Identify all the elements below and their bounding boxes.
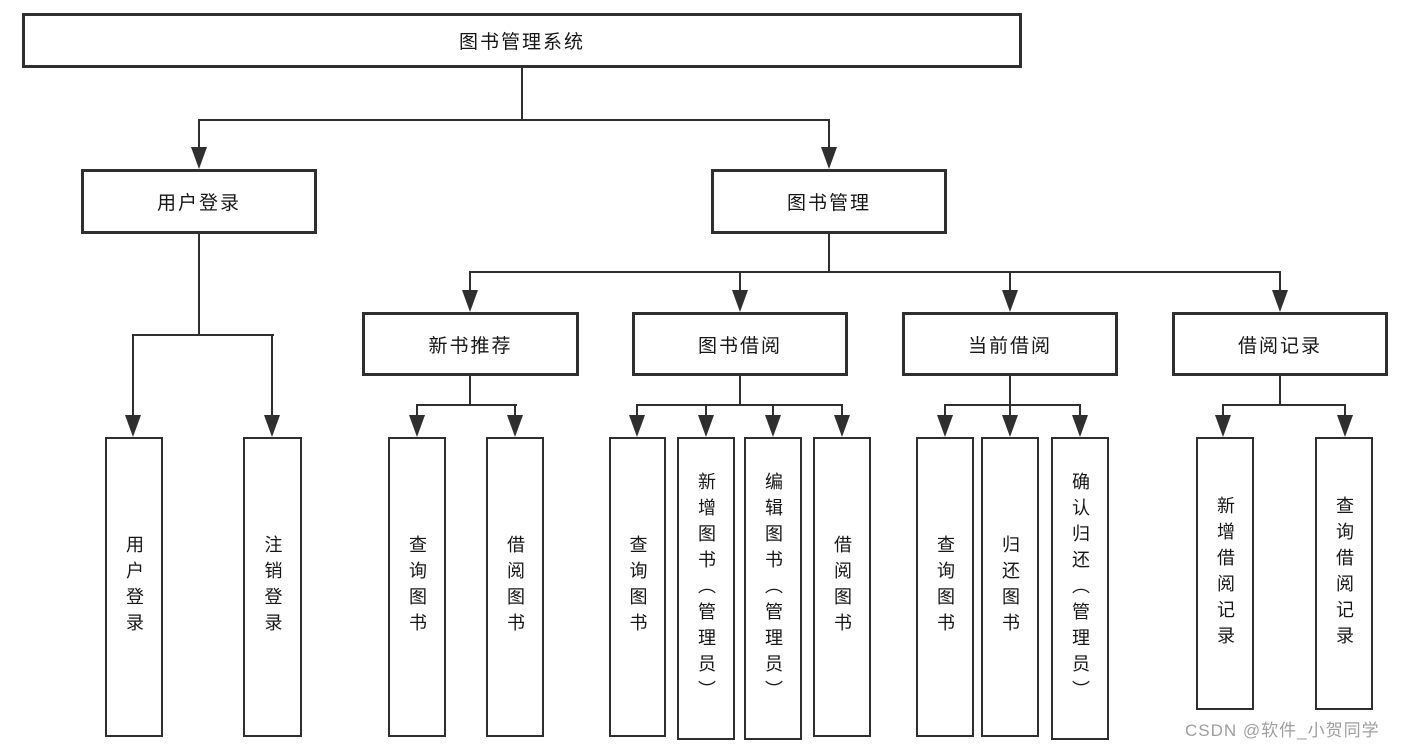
leaf-current-query-label: 查询图书 xyxy=(935,535,955,639)
edge-to-currentborrow xyxy=(1009,271,1011,292)
leaf-borrow-query-label: 查询图书 xyxy=(627,535,648,639)
leaf-current-return: 归还图书 xyxy=(981,437,1039,737)
leaf-user-login: 用户登录 xyxy=(105,437,163,737)
arrowhead-leaf-br-add xyxy=(1215,415,1231,437)
node-user-login: 用户登录 xyxy=(81,169,317,234)
leaf-borrow-add-admin-label: 新增图书（管理员） xyxy=(696,471,716,706)
leaf-current-query: 查询图书 xyxy=(916,437,974,737)
edge-to-leaf-br-query xyxy=(1344,404,1346,417)
arrowhead-leaf-bb-add xyxy=(698,415,714,437)
edge-to-leaf-user-login xyxy=(132,334,134,417)
edge-to-leaf-bb-edit xyxy=(772,404,774,417)
leaf-records-add-label: 新增借阅记录 xyxy=(1215,495,1235,652)
arrowhead-leaf-nb-borrow xyxy=(507,415,523,437)
edge-to-borrowrecords xyxy=(1279,271,1281,292)
edge-to-leaf-cb-return xyxy=(1009,404,1011,417)
leaf-newbooks-query: 查询图书 xyxy=(388,437,446,737)
arrowhead-leaf-bb-edit xyxy=(765,415,781,437)
leaf-records-add: 新增借阅记录 xyxy=(1196,437,1254,710)
watermark: CSDN @软件_小贺同学 xyxy=(1185,721,1380,740)
arrowhead-leaf-nb-query xyxy=(409,415,425,437)
node-book-management: 图书管理 xyxy=(711,169,947,234)
edge-newbooks-down xyxy=(469,374,471,406)
edge-root-to-userlogin xyxy=(198,119,200,150)
arrowhead-leaf-cb-query xyxy=(937,415,953,437)
edge-userlogin-down xyxy=(198,232,200,336)
leaf-borrow-lend: 借阅图书 xyxy=(813,437,871,737)
leaf-current-return-label: 归还图书 xyxy=(1000,535,1020,639)
arrowhead-userlogin xyxy=(191,147,207,169)
node-book-borrowing: 图书借阅 xyxy=(632,312,848,376)
edge-root-down xyxy=(521,66,523,121)
edge-bookmgmt-split xyxy=(469,271,1281,273)
leaf-logout-label: 注销登录 xyxy=(262,535,283,639)
edge-bookborrow-down xyxy=(739,374,741,406)
edge-borrowrecords-down xyxy=(1279,374,1281,406)
arrowhead-bookborrow xyxy=(732,290,748,312)
node-root: 图书管理系统 xyxy=(22,13,1022,68)
leaf-current-confirm-admin: 确认归还（管理员） xyxy=(1051,437,1109,740)
leaf-borrow-add-admin: 新增图书（管理员） xyxy=(677,437,735,740)
arrowhead-currentborrow xyxy=(1002,290,1018,312)
arrowhead-leaf-br-query xyxy=(1337,415,1353,437)
node-user-login-label: 用户登录 xyxy=(156,193,241,214)
arrowhead-bookmgmt xyxy=(821,147,837,169)
edge-to-leaf-br-add xyxy=(1222,404,1224,417)
leaf-borrow-lend-label: 借阅图书 xyxy=(832,535,852,639)
node-book-borrowing-label: 图书借阅 xyxy=(697,335,782,357)
arrowhead-leaf-cb-confirm xyxy=(1072,415,1088,437)
leaf-records-query: 查询借阅记录 xyxy=(1315,437,1373,710)
leaf-borrow-edit-admin-label: 编辑图书（管理员） xyxy=(763,471,783,706)
leaf-newbooks-borrow-label: 借阅图书 xyxy=(505,535,525,639)
edge-to-newbooks xyxy=(469,271,471,292)
arrowhead-leaf-bb-lend xyxy=(834,415,850,437)
node-new-book-recommend: 新书推荐 xyxy=(362,312,579,376)
edge-to-leaf-nb-borrow xyxy=(514,404,516,417)
leaf-borrow-query: 查询图书 xyxy=(609,437,666,737)
edge-root-split xyxy=(198,119,830,121)
arrowhead-leaf-logout xyxy=(264,415,280,437)
leaf-logout: 注销登录 xyxy=(243,437,302,737)
edge-to-leaf-bb-lend xyxy=(841,404,843,417)
edge-currentborrow-down xyxy=(1009,374,1011,406)
edge-to-leaf-cb-query xyxy=(944,404,946,417)
edge-borrowrecords-split xyxy=(1222,404,1346,406)
node-new-book-recommend-label: 新书推荐 xyxy=(428,335,513,357)
leaf-records-query-label: 查询借阅记录 xyxy=(1334,495,1354,652)
node-current-borrowing-label: 当前借阅 xyxy=(967,335,1052,357)
node-current-borrowing: 当前借阅 xyxy=(902,312,1118,376)
edge-newbooks-split xyxy=(416,404,517,406)
edge-userlogin-split xyxy=(132,334,274,336)
leaf-user-login-label: 用户登录 xyxy=(124,535,144,639)
edge-to-bookborrow xyxy=(739,271,741,292)
edge-to-leaf-logout xyxy=(271,334,273,417)
leaf-borrow-edit-admin: 编辑图书（管理员） xyxy=(744,437,802,740)
edge-to-leaf-bb-add xyxy=(705,404,707,417)
edge-to-leaf-bb-query xyxy=(636,404,638,417)
arrowhead-leaf-cb-return xyxy=(1002,415,1018,437)
node-borrowing-records-label: 借阅记录 xyxy=(1237,335,1322,357)
edge-to-leaf-nb-query xyxy=(416,404,418,417)
edge-to-leaf-cb-confirm xyxy=(1079,404,1081,417)
arrowhead-leaf-bb-query xyxy=(629,415,645,437)
node-borrowing-records: 借阅记录 xyxy=(1172,312,1388,376)
arrowhead-leaf-user-login xyxy=(125,415,141,437)
leaf-newbooks-borrow: 借阅图书 xyxy=(486,437,544,737)
edge-bookborrow-split xyxy=(636,404,843,406)
leaf-current-confirm-admin-label: 确认归还（管理员） xyxy=(1070,471,1090,706)
leaf-newbooks-query-label: 查询图书 xyxy=(407,535,427,639)
arrowhead-newbooks xyxy=(462,290,478,312)
node-root-label: 图书管理系统 xyxy=(458,32,585,53)
arrowhead-borrowrecords xyxy=(1272,290,1288,312)
edge-root-to-bookmgmt xyxy=(828,119,830,150)
edge-currentborrow-split xyxy=(944,404,1081,406)
edge-bookmgmt-down xyxy=(828,232,830,273)
node-book-management-label: 图书管理 xyxy=(786,193,871,214)
